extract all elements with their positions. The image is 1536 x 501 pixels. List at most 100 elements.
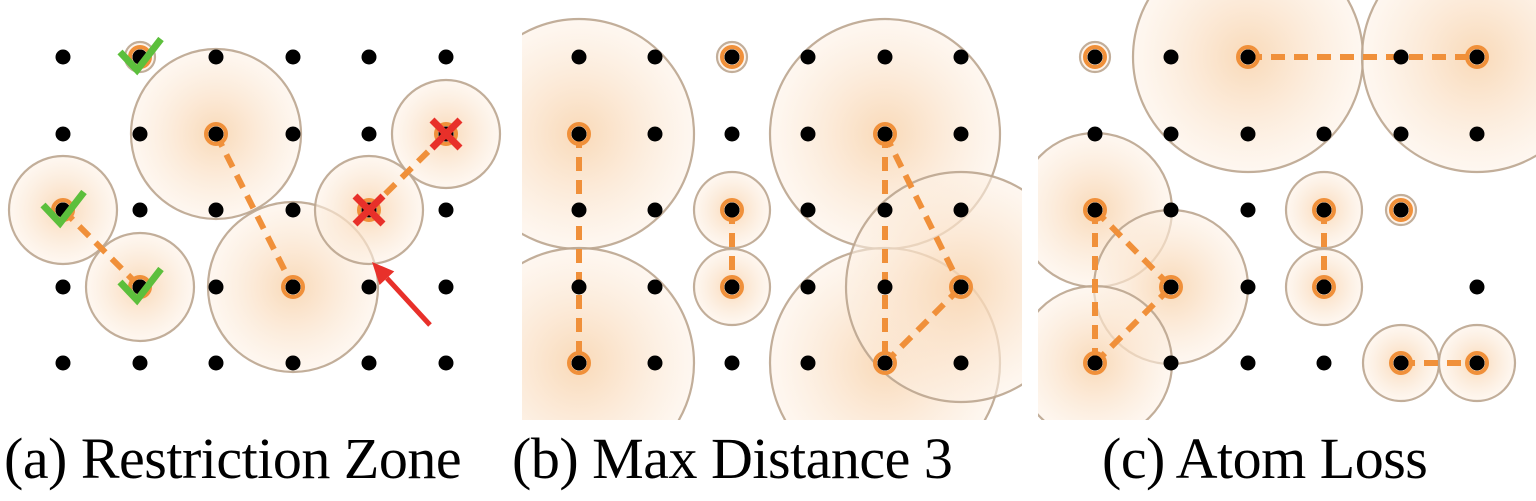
atom-dot: [438, 202, 454, 218]
atom-dot: [1316, 355, 1332, 371]
active-atom-ring: [281, 275, 305, 299]
atom-dot: [877, 279, 893, 295]
atom-dot: [1240, 355, 1256, 371]
atom-dot: [285, 355, 301, 371]
atom-dot: [208, 49, 224, 65]
cross-icon: [352, 193, 386, 227]
panel-max-distance: [522, 17, 1022, 420]
atom-dot: [361, 355, 377, 371]
active-atom-ring: [434, 122, 458, 146]
atom-dot: [208, 355, 224, 371]
cross-icon: [429, 117, 463, 151]
restriction-zone: [1131, 0, 1365, 174]
atom-dot: [1163, 49, 1179, 65]
interaction-link: [882, 284, 964, 366]
active-atom: [1393, 355, 1409, 371]
active-atom-ring: [720, 275, 744, 299]
atom-dot: [55, 355, 71, 371]
atom-dot: [1163, 202, 1179, 218]
atom-dot: [438, 279, 454, 295]
active-atom-ring: [204, 122, 228, 146]
atom-dot: [724, 355, 740, 371]
active-atom: [1087, 49, 1103, 65]
atom-dot: [361, 126, 377, 142]
active-atom: [1316, 279, 1332, 295]
active-atom-ring: [873, 122, 897, 146]
active-atom: [285, 279, 301, 295]
active-atom: [1087, 202, 1103, 218]
atom-dot: [953, 49, 969, 65]
atom-dot: [285, 126, 301, 142]
interaction-link: [366, 131, 449, 213]
active-atom-ring: [1083, 198, 1107, 222]
atom-dot: [438, 49, 454, 65]
interaction-link: [60, 207, 143, 290]
atom-dot: [132, 355, 148, 371]
atom-dot: [1163, 126, 1179, 142]
atom-dot: [571, 49, 587, 65]
atom-dot: [55, 126, 71, 142]
active-atom: [1469, 355, 1485, 371]
atom-dot: [647, 355, 663, 371]
interaction-link: [882, 132, 964, 289]
atom-dot: [1240, 126, 1256, 142]
atom-dot: [953, 126, 969, 142]
atom-dot: [55, 279, 71, 295]
active-atom: [724, 49, 740, 65]
atom-dot: [1469, 279, 1485, 295]
active-atom: [724, 202, 740, 218]
active-atom-ring: [357, 198, 381, 222]
active-atom: [571, 126, 587, 142]
active-atom: [571, 355, 587, 371]
active-atom-ring: [873, 351, 897, 375]
atom-dot: [1393, 49, 1409, 65]
active-atom: [1393, 202, 1409, 218]
atom-dot: [1163, 355, 1179, 371]
active-atom: [724, 279, 740, 295]
active-atom-ring: [1083, 45, 1107, 69]
restriction-zone: [844, 170, 1022, 404]
atom-dot: [647, 126, 663, 142]
atom-dot: [647, 49, 663, 65]
active-atom-ring: [1083, 351, 1107, 375]
arrow-shaft: [385, 276, 432, 327]
check-icon: [40, 189, 87, 229]
atom-dot: [361, 49, 377, 65]
active-atom: [877, 355, 893, 371]
atom-dot: [1087, 126, 1103, 142]
active-atom: [877, 126, 893, 142]
active-atom: [1163, 279, 1179, 295]
active-atom-ring: [567, 351, 591, 375]
atom-dot: [647, 279, 663, 295]
active-atom: [1087, 355, 1103, 371]
atom-dot: [55, 49, 71, 65]
atom-dot: [953, 355, 969, 371]
active-atom-ring: [1389, 351, 1413, 375]
atom-dot: [953, 202, 969, 218]
panel-restriction-zone: [7, 36, 502, 374]
active-atom-ring: [1465, 45, 1489, 69]
atom-dot: [800, 126, 816, 142]
active-atom-ring: [567, 122, 591, 146]
atom-dot: [800, 279, 816, 295]
active-atom: [1316, 202, 1332, 218]
atom-dot: [1240, 279, 1256, 295]
atom-dot: [571, 279, 587, 295]
atom-dot: [800, 202, 816, 218]
atom-dot: [1393, 126, 1409, 142]
atom-dot: [208, 279, 224, 295]
atom-dot: [361, 279, 377, 295]
active-atom: [1240, 49, 1256, 65]
atom-dot: [800, 355, 816, 371]
caption-restriction-zone: (a) Restriction Zone: [4, 426, 462, 491]
active-atom: [208, 126, 224, 142]
atom-dot: [724, 126, 740, 142]
atom-dot: [132, 126, 148, 142]
atom-dot: [1240, 202, 1256, 218]
atom-dot: [208, 202, 224, 218]
active-atom: [953, 279, 969, 295]
active-atom-ring: [720, 45, 744, 69]
check-icon: [117, 266, 164, 306]
active-atom-ring: [1389, 198, 1413, 222]
